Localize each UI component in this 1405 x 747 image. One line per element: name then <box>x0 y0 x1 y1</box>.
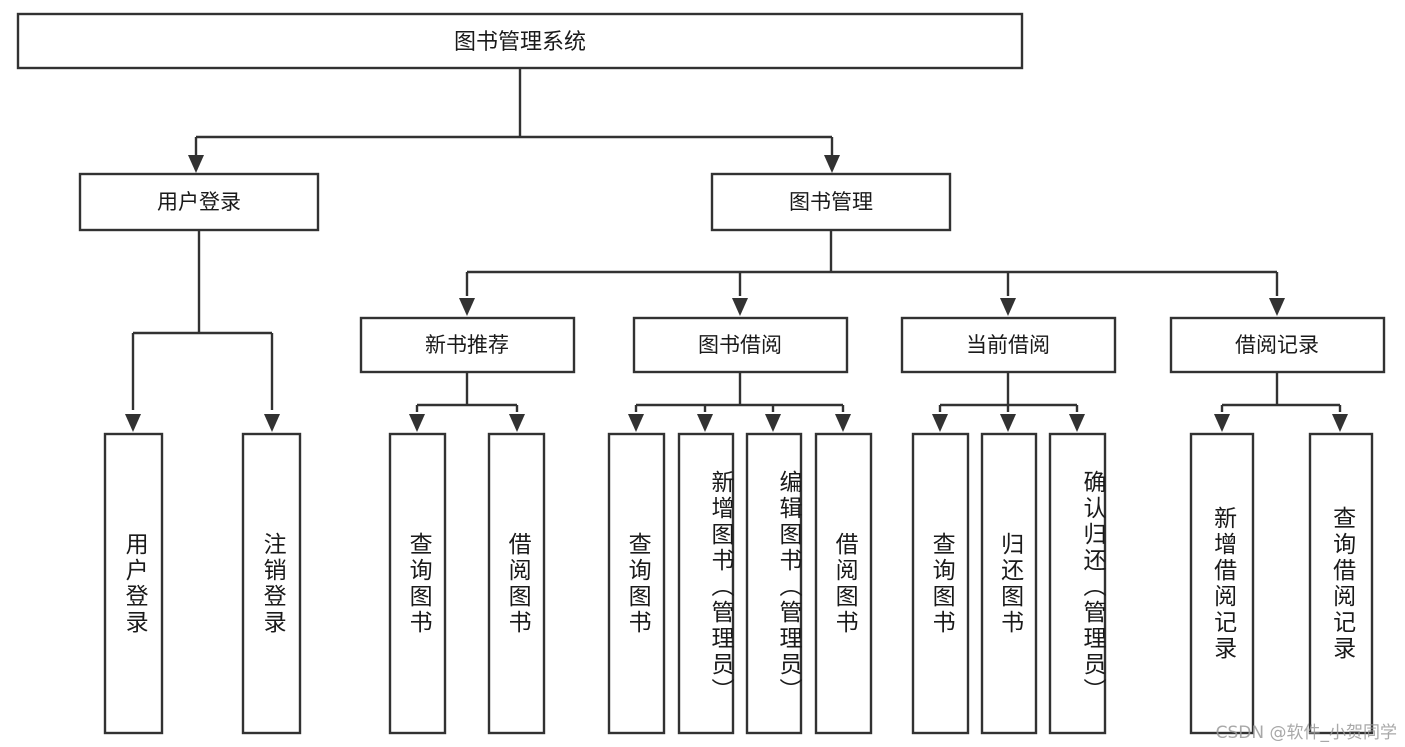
leaf-box-borrow-book-1[interactable] <box>487 432 546 735</box>
current-borrow-label: 当前借阅 <box>966 333 1050 357</box>
book-manage-box <box>710 172 952 232</box>
book-manage-label: 图书管理 <box>789 190 873 214</box>
new-book-recommend-box <box>359 316 576 374</box>
arrow-leaf-query-record <box>1332 414 1348 432</box>
node-new-book-recommend[interactable]: 新书推荐 <box>359 316 576 374</box>
arrow-leaf-confirm-return <box>1069 414 1085 432</box>
root-box <box>16 12 1024 70</box>
leaf-box-confirm-return[interactable] <box>1048 432 1107 735</box>
borrow-record-box <box>1169 316 1386 374</box>
arrow-leaf-query-book-2 <box>628 414 644 432</box>
arrow-to-current-borrow <box>1000 298 1016 316</box>
arrow-leaf-borrow-book-1 <box>509 414 525 432</box>
leaf-box-user-login[interactable] <box>103 432 164 735</box>
book-borrow-label: 图书借阅 <box>698 333 782 357</box>
arrow-to-new-book <box>459 298 475 316</box>
root-label: 图书管理系统 <box>454 30 586 55</box>
leaf-box-logout-login[interactable] <box>241 432 302 735</box>
current-borrow-box <box>900 316 1117 374</box>
borrow-record-label: 借阅记录 <box>1235 333 1319 357</box>
user-login-label: 用户登录 <box>157 190 241 214</box>
leaf-box-add-record[interactable] <box>1189 432 1255 735</box>
node-borrow-record[interactable]: 借阅记录 <box>1169 316 1386 374</box>
arrow-to-book-borrow <box>732 298 748 316</box>
arrow-leaf-logout-login <box>264 414 280 432</box>
arrow-to-book-manage <box>824 155 840 173</box>
arrow-leaf-edit-book <box>765 414 781 432</box>
leaf-box-borrow-book-2[interactable] <box>814 432 873 735</box>
book-borrow-box <box>632 316 849 374</box>
arrow-leaf-query-book-1 <box>409 414 425 432</box>
leaf-box-query-book-2[interactable] <box>607 432 666 735</box>
arrow-leaf-user-login <box>125 414 141 432</box>
arrow-to-borrow-record <box>1269 298 1285 316</box>
node-current-borrow[interactable]: 当前借阅 <box>900 316 1117 374</box>
node-user-login[interactable]: 用户登录 <box>78 172 320 232</box>
node-book-borrow[interactable]: 图书借阅 <box>632 316 849 374</box>
node-book-manage[interactable]: 图书管理 <box>710 172 952 232</box>
arrow-to-user-login <box>188 155 204 173</box>
leaf-box-query-book-1[interactable] <box>388 432 447 735</box>
arrow-leaf-add-record <box>1214 414 1230 432</box>
arrow-leaf-add-book <box>697 414 713 432</box>
leaf-box-query-record[interactable] <box>1308 432 1374 735</box>
arrow-leaf-return-book <box>1000 414 1016 432</box>
leaf-box-return-book[interactable] <box>980 432 1038 735</box>
node-root[interactable]: 图书管理系统 <box>16 12 1024 70</box>
arrow-leaf-query-book-3 <box>932 414 948 432</box>
arrow-leaf-borrow-book-2 <box>835 414 851 432</box>
leaf-box-add-book[interactable] <box>677 432 735 735</box>
csdn-watermark: CSDN @软件_小贺同学 <box>1215 723 1397 743</box>
leaf-box-query-book-3[interactable] <box>911 432 970 735</box>
leaf-box-edit-book[interactable] <box>745 432 803 735</box>
new-book-recommend-label: 新书推荐 <box>425 333 509 357</box>
